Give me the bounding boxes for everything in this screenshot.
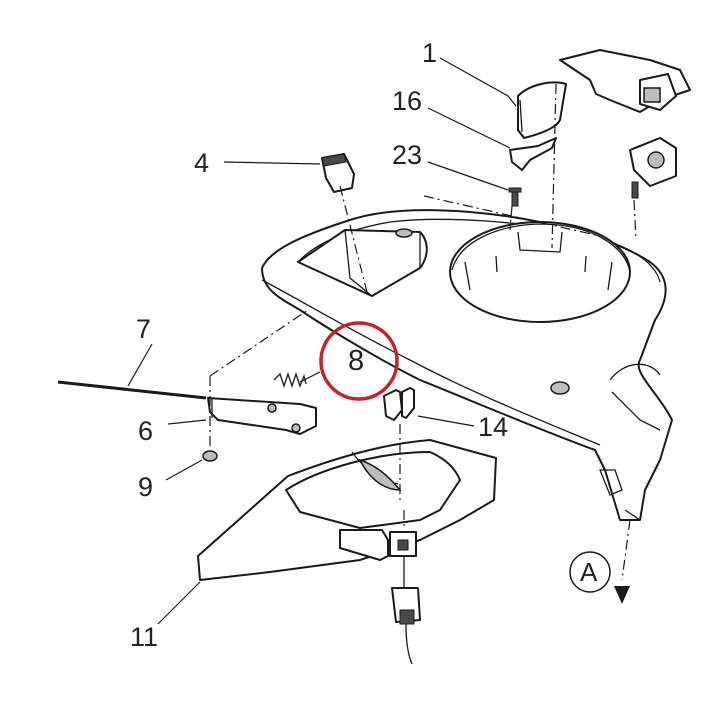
callout-14: 14 [478,412,508,442]
part-6-lever [207,397,317,435]
part-14-clip [383,387,415,421]
callout-11: 11 [130,622,158,652]
callout-6: 6 [138,416,153,446]
callout-16: 16 [392,86,422,116]
boss-icon [395,228,413,238]
part-1-pad [517,81,567,139]
part-23-screw [508,187,522,207]
part-11-tray [197,439,497,665]
part-4-block [321,153,355,193]
leader-lines [127,57,517,625]
housing-part [261,209,673,521]
arrow-down-icon [614,586,630,604]
callout-8: 8 [348,345,364,377]
callout-a: A [580,557,598,587]
part-7-rod [57,380,207,400]
fastener-hole-icon [550,381,570,395]
view-a-marker [569,551,611,593]
highlight-circle [319,321,399,401]
part-8-spring [273,371,307,389]
assembly-centerlines [209,83,637,581]
callout-9: 9 [138,472,153,502]
part-16-clip [509,137,557,171]
callout-4: 4 [194,148,209,178]
callout-1: 1 [422,38,437,68]
callout-23: 23 [392,140,422,170]
upper-right-assembly [559,49,691,199]
callout-7: 7 [136,314,151,344]
part-9-nut [202,450,218,462]
